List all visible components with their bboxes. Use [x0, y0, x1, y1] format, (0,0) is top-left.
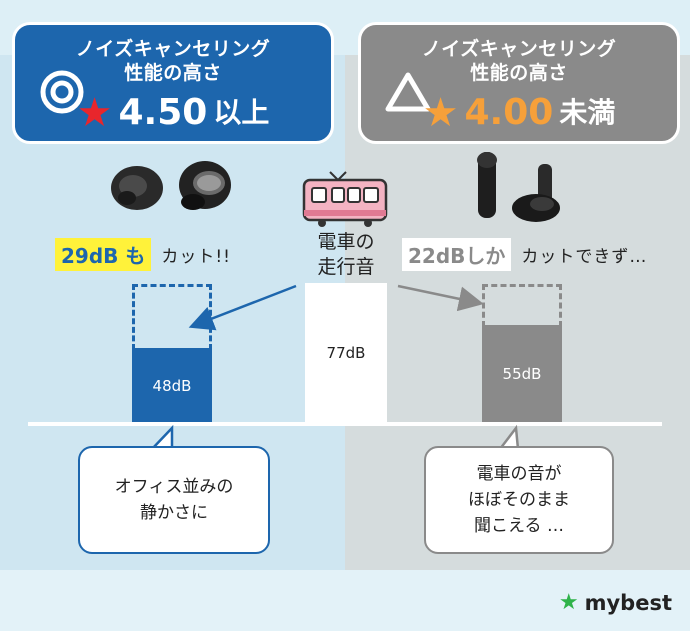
- triangle-icon: [385, 72, 431, 112]
- right-header-card: ノイズキャンセリング 性能の高さ ★ 4.00 未満: [358, 22, 680, 144]
- right-bubble-line1: 電車の音が: [476, 464, 562, 484]
- right-score: 4.00: [464, 92, 554, 133]
- left-score-suffix: 以上: [213, 96, 270, 129]
- right-title-line2: 性能の高さ: [470, 62, 568, 84]
- left-reduction-outline: [132, 284, 212, 350]
- train-icon: [302, 171, 388, 227]
- left-bar-value: 48dB: [152, 376, 192, 395]
- left-score: 4.50: [118, 92, 208, 133]
- right-cut-label: 22dBしか カットできず…: [402, 238, 647, 271]
- train-bar-value: 77dB: [326, 344, 366, 362]
- double-circle-icon: [40, 70, 84, 114]
- left-speech-bubble: オフィス並みの 静かさに: [78, 446, 270, 554]
- star-icon: ★: [422, 90, 459, 136]
- right-score-suffix: 未満: [559, 96, 616, 129]
- right-cut-text: カットできず…: [521, 247, 648, 267]
- right-bar-value: 55dB: [502, 365, 542, 383]
- star-icon: ★: [76, 90, 113, 136]
- bottom-background: [0, 570, 690, 631]
- right-cut-value: 22dBしか: [402, 238, 512, 271]
- right-bubble-line2: ほぼそのまま: [468, 490, 570, 510]
- brand-logo: ★ mybest: [559, 590, 672, 615]
- right-reduction-outline: [482, 284, 562, 327]
- left-cut-text: カット!!: [161, 247, 231, 267]
- left-cut-label: 29dB も カット!!: [55, 238, 231, 271]
- brand-name: mybest: [584, 590, 672, 615]
- left-header-title: ノイズキャンセリング 性能の高さ: [15, 37, 331, 85]
- train-noise-bar: 77dB: [305, 283, 387, 423]
- train-noise-label: 電車の 走行音: [300, 230, 392, 280]
- right-earbuds-image: [477, 152, 560, 222]
- left-title-line2: 性能の高さ: [124, 62, 222, 84]
- left-header-card: ノイズキャンセリング 性能の高さ ★ 4.50 以上: [12, 22, 334, 144]
- left-bubble-line1: オフィス並みの: [114, 477, 234, 497]
- left-rating: ★ 4.50 以上: [15, 90, 331, 136]
- right-title-line1: ノイズキャンセリング: [421, 38, 617, 60]
- right-rating: ★ 4.00 未満: [361, 90, 677, 136]
- left-noise-bar: 48dB: [132, 348, 212, 423]
- right-bubble-line3: 聞こえる …: [474, 516, 564, 536]
- left-earbuds-image: [111, 161, 231, 210]
- train-label-line1: 電車の: [317, 231, 375, 253]
- left-cut-value: 29dB も: [55, 238, 152, 271]
- right-header-title: ノイズキャンセリング 性能の高さ: [361, 37, 677, 85]
- train-label-line2: 走行音: [317, 256, 375, 278]
- left-title-line1: ノイズキャンセリング: [75, 38, 271, 60]
- right-noise-bar: 55dB: [482, 325, 562, 423]
- star-icon: ★: [558, 590, 579, 615]
- left-bubble-line2: 静かさに: [139, 503, 208, 523]
- baseline: [28, 422, 662, 426]
- right-speech-bubble: 電車の音が ほぼそのまま 聞こえる …: [424, 446, 614, 554]
